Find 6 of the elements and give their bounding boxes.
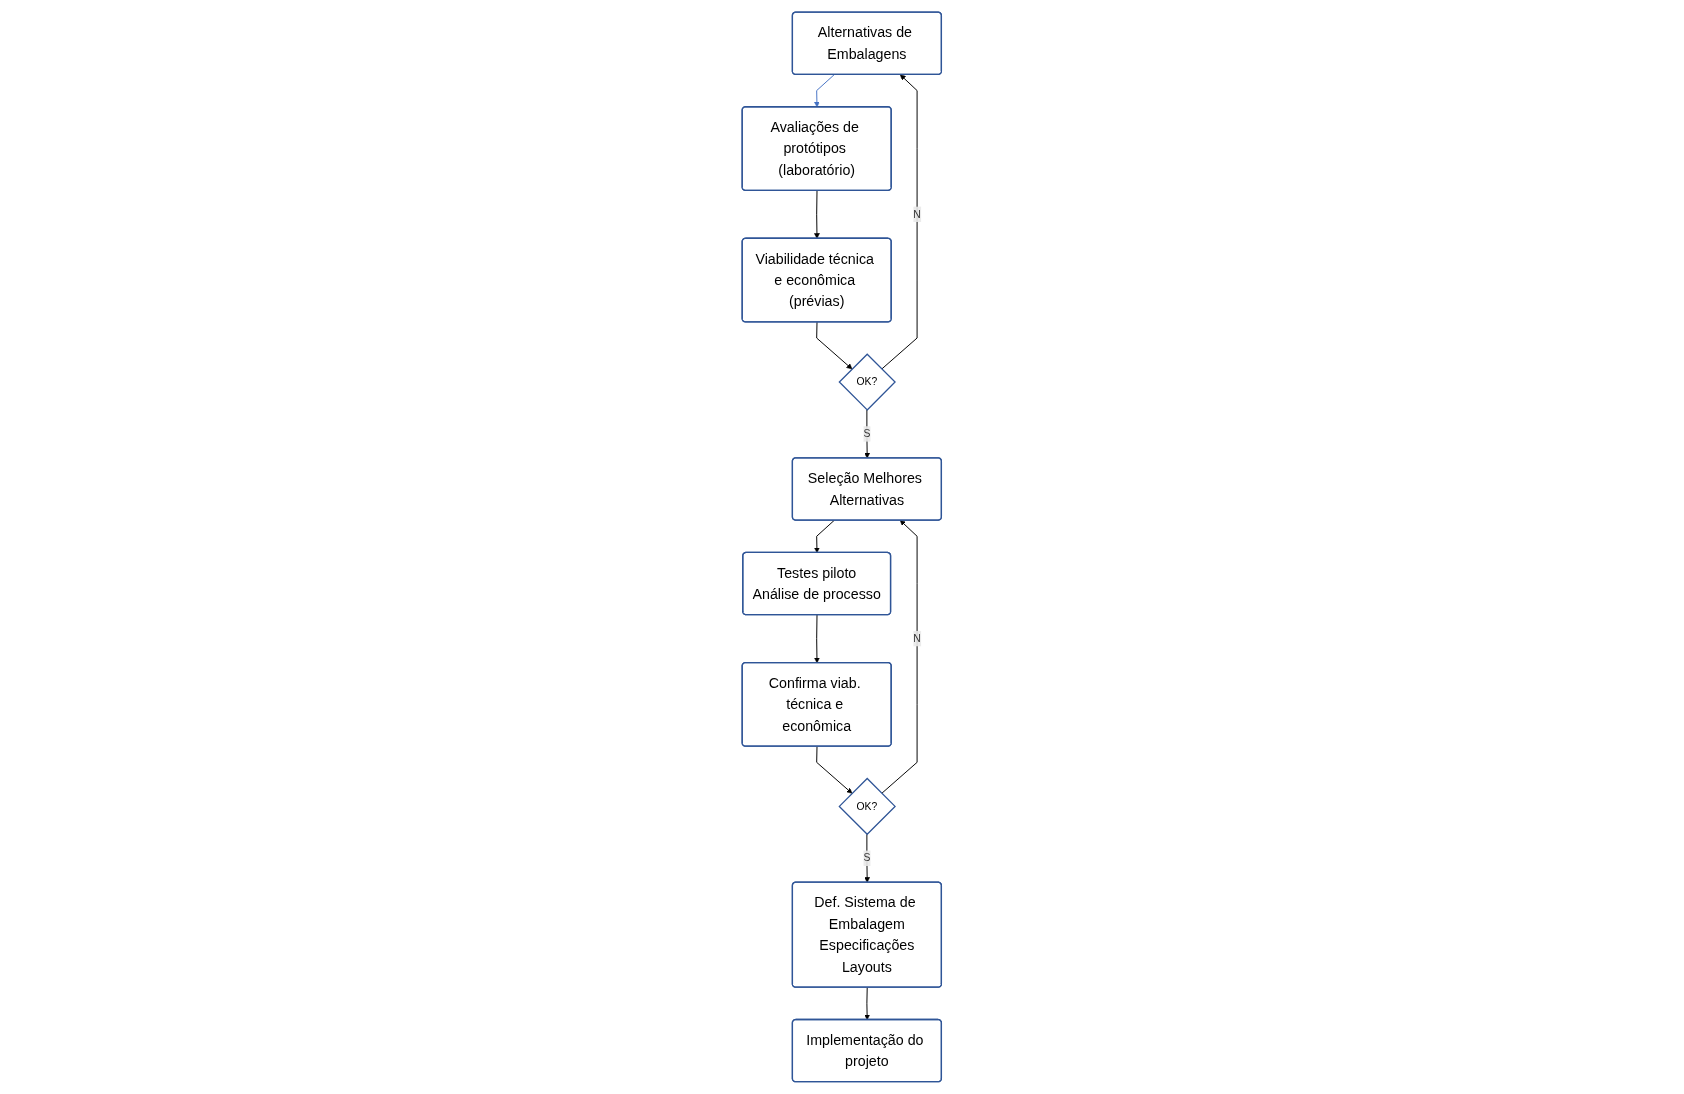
edge-label: S <box>863 852 871 864</box>
edge-label: N <box>913 632 922 644</box>
edge-label: N <box>913 208 922 220</box>
node-diamond: OK? <box>838 353 897 411</box>
node-diamond: OK? <box>838 777 897 836</box>
edge-label: S <box>863 428 871 440</box>
